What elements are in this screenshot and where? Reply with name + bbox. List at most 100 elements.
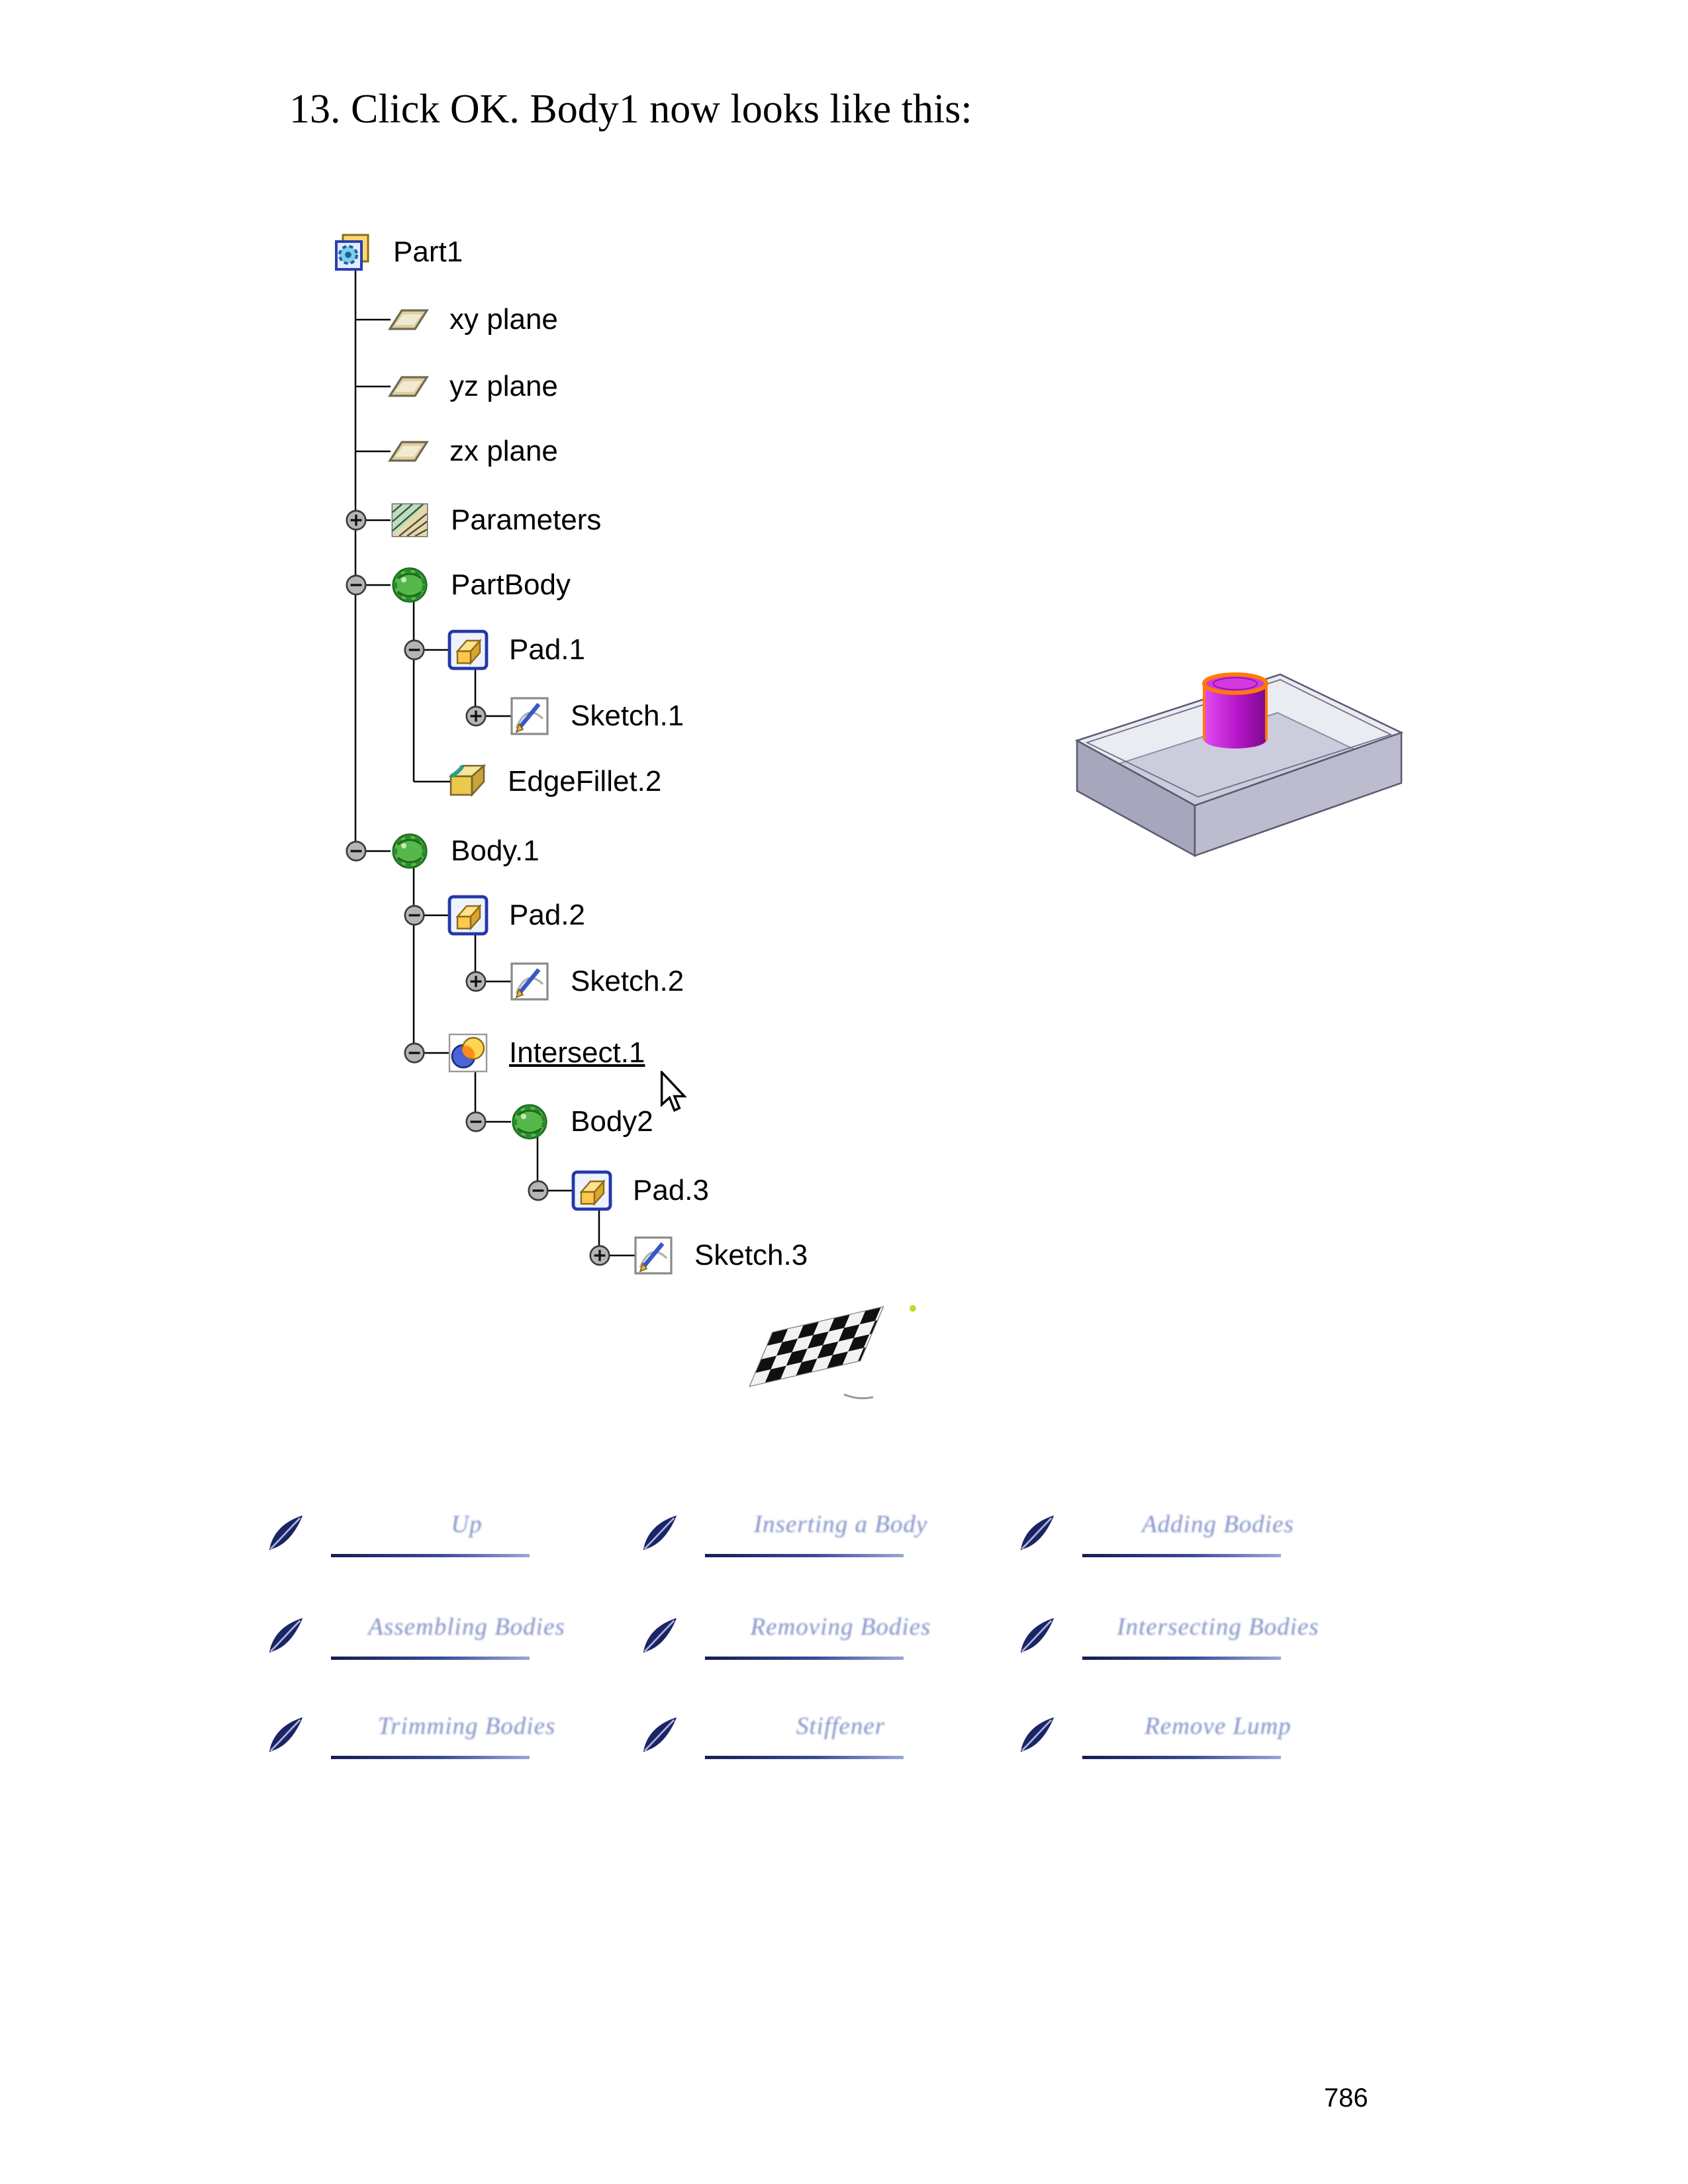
tree-node-edgefillet2: EdgeFillet.2 [445,760,661,803]
tree-node-label: Sketch.2 [571,965,684,997]
nav-link-underline [331,1554,530,1557]
nav-link-assembling-bodies[interactable]: Assembling Bodies [261,1598,632,1691]
nav-link-underline [331,1756,530,1759]
nav-link-label[interactable]: Assembling Bodies [368,1614,565,1641]
pad-icon [571,1169,613,1212]
nav-link-label[interactable]: Inserting a Body [753,1511,928,1538]
quill-icon [265,1715,306,1756]
quill-icon [1017,1513,1058,1554]
nav-link-label[interactable]: Removing Bodies [750,1614,931,1641]
nav-link-removing-bodies[interactable]: Removing Bodies [635,1598,1006,1691]
tree-node-part1: Part1 [331,230,463,274]
quill-icon [1017,1615,1058,1657]
tree-node-label: PartBody [451,569,571,601]
expander-minus-icon [526,1178,551,1203]
quill-icon [639,1513,680,1554]
tree-node-body2: Body2 [463,1100,653,1144]
sketch-icon [508,695,551,737]
plane-icon [387,298,430,341]
highlighted-cylinder [1202,672,1268,749]
tree-node-body1: Body.1 [344,829,539,873]
tree-node-yz-plane: yz plane [387,365,558,408]
body-icon [508,1101,551,1143]
edge-fillet-icon [445,760,488,803]
checkered-flag-icon [749,1305,916,1400]
tree-node-sketch3: Sketch.3 [587,1234,808,1277]
tree-node-sketch2: Sketch.2 [463,960,684,1003]
instruction-step-text: 13. Click OK. Body1 now looks like this: [289,87,972,132]
tree-node-xy-plane: xy plane [387,298,558,341]
tree-node-label: Sketch.3 [694,1239,808,1271]
tree-node-label: Parameters [451,504,602,536]
nav-link-label[interactable]: Remove Lump [1145,1713,1291,1740]
nav-link-underline [705,1554,904,1557]
sketch-icon [632,1234,675,1277]
nav-link-underline [1082,1554,1281,1557]
page-number: 786 [1324,2083,1368,2113]
quill-icon [639,1715,680,1756]
quill-icon [639,1615,680,1657]
nav-link-label[interactable]: Adding Bodies [1142,1511,1294,1538]
intersect-icon [447,1032,489,1074]
sketch-icon [508,960,551,1003]
expander-minus-icon [402,637,427,662]
nav-link-underline [705,1756,904,1759]
expander-minus-icon [344,572,369,598]
tree-node-label: zx plane [449,435,558,467]
tree-node-parameters: Parameters [344,498,601,542]
parameters-icon [389,499,431,541]
nav-link-up[interactable]: Up [261,1496,632,1588]
tree-node-pad3: Pad.3 [526,1169,709,1212]
nav-link-trimming-bodies[interactable]: Trimming Bodies [261,1698,632,1790]
tree-node-intersect1: Intersect.1 [402,1031,645,1075]
nav-link-label[interactable]: Stiffener [796,1713,886,1740]
mouse-cursor-icon [660,1071,687,1113]
tree-node-pad2: Pad.2 [402,893,585,937]
plane-icon [387,430,430,473]
expander-minus-icon [344,839,369,864]
nav-link-label[interactable]: Trimming Bodies [377,1713,556,1740]
expander-plus-icon [344,508,369,533]
nav-link-underline [705,1657,904,1660]
tree-node-label: Pad.2 [509,899,585,931]
tree-node-partbody: PartBody [344,563,571,607]
expander-plus-icon [463,969,489,994]
expander-minus-icon [402,1040,427,1066]
pad-icon [447,894,489,936]
tree-node-zx-plane: zx plane [387,430,558,473]
nav-link-remove-lump[interactable]: Remove Lump [1013,1698,1383,1790]
nav-link-intersecting-bodies[interactable]: Intersecting Bodies [1013,1598,1383,1691]
nav-link-adding-bodies[interactable]: Adding Bodies [1013,1496,1383,1588]
expander-minus-icon [402,903,427,928]
tree-node-pad1: Pad.1 [402,628,585,672]
tree-node-label: EdgeFillet.2 [508,765,662,797]
body-icon [389,564,431,606]
expander-plus-icon [587,1243,612,1268]
tree-node-label: Body.1 [451,835,539,867]
nav-link-underline [331,1657,530,1660]
nav-link-label[interactable]: Intersecting Bodies [1117,1614,1319,1641]
pad-icon [447,629,489,671]
nav-link-label[interactable]: Up [451,1511,483,1538]
part-icon [331,231,373,273]
tree-node-label: Pad.3 [633,1174,709,1206]
tree-node-label: Part1 [393,236,463,268]
quill-icon [265,1513,306,1554]
nav-link-underline [1082,1756,1281,1759]
tree-node-label: Sketch.1 [571,700,684,732]
tree-node-label: Pad.1 [509,633,585,666]
tree-node-label: Body2 [571,1105,653,1138]
nav-link-underline [1082,1657,1281,1660]
nav-link-stiffener[interactable]: Stiffener [635,1698,1006,1790]
body-icon [389,830,431,872]
quill-icon [265,1615,306,1657]
tree-node-label: yz plane [449,370,558,402]
nav-link-inserting-a-body[interactable]: Inserting a Body [635,1496,1006,1588]
expander-minus-icon [463,1109,489,1134]
3d-model-view [1074,672,1404,858]
tree-node-sketch1: Sketch.1 [463,694,684,738]
expander-plus-icon [463,704,489,729]
plane-icon [387,365,430,408]
tree-node-label-selected: Intersect.1 [509,1036,645,1069]
